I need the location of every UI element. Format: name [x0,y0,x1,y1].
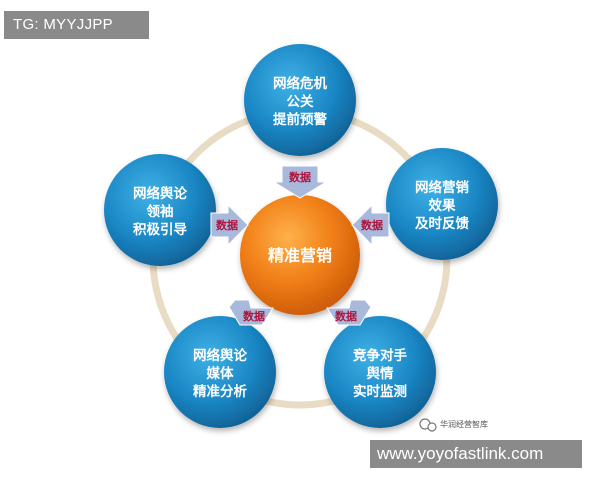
node-bottom-right-line-3: 实时监测 [353,383,407,400]
node-top: 网络危机 公关 提前预警 [244,44,356,156]
node-bottom-left-line-3: 精准分析 [193,383,247,400]
node-left-line-1: 网络舆论 [133,185,187,202]
arrow-right-label: 数据 [361,218,383,232]
arrow-right: 数据 [351,203,390,247]
arrow-top-label: 数据 [289,170,311,184]
arrow-left-label: 数据 [216,218,238,232]
node-top-line-3: 提前预警 [273,111,327,128]
node-right-line-2: 效果 [429,197,456,214]
tg-badge: TG: MYYJJPP [4,11,149,39]
node-top-line-1: 网络危机 [273,75,327,92]
url-badge: www.yoyofastlink.com [370,440,582,468]
center-label: 精准营销 [268,246,332,265]
node-bottom-left: 网络舆论 媒体 精准分析 [164,316,276,428]
node-right-line-1: 网络营销 [415,179,469,196]
node-left-line-3: 积极引导 [133,221,187,238]
arrow-bottom-right-label: 数据 [335,309,357,323]
wechat-icon [419,418,437,432]
node-bottom-right: 竞争对手 舆情 实时监测 [324,316,436,428]
node-bottom-left-line-2: 媒体 [207,365,234,382]
node-bottom-right-line-2: 舆情 [367,365,394,382]
arrow-left: 数据 [210,203,249,247]
arrow-bottom-right: 数据 [326,299,372,326]
arrow-top: 数据 [272,165,328,199]
watermark-text: 华润经营智库 [440,419,488,429]
node-left-line-2: 领袖 [147,203,174,220]
node-right: 网络营销 效果 及时反馈 [386,148,498,260]
node-right-line-3: 及时反馈 [415,215,469,232]
node-top-line-2: 公关 [287,93,314,110]
node-bottom-left-line-1: 网络舆论 [193,347,247,364]
node-left: 网络舆论 领袖 积极引导 [104,154,216,266]
watermark: 华润经营智库 [419,418,488,432]
node-bottom-right-line-1: 竞争对手 [353,347,407,364]
center-node: 精准营销 [240,195,360,315]
arrow-bottom-left-label: 数据 [243,309,265,323]
arrow-bottom-left: 数据 [228,299,274,326]
